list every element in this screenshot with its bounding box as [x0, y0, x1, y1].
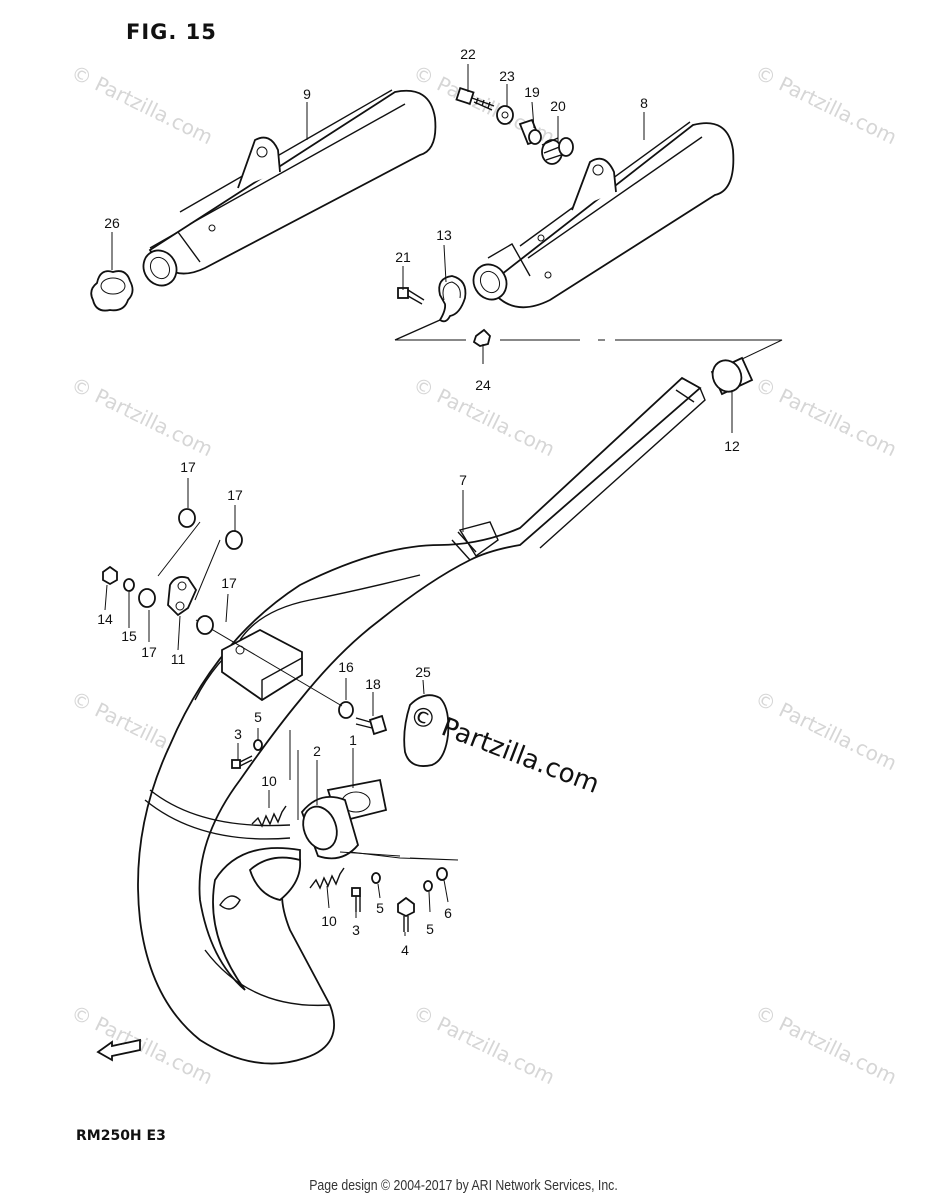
washer-5b: [371, 872, 381, 884]
callout-7: 7: [459, 472, 467, 488]
washer-23: [496, 105, 514, 125]
callout-17-bottom: 17: [141, 644, 157, 660]
callout-19: 19: [524, 84, 540, 100]
washer-17c: [138, 588, 156, 608]
callout-9: 9: [303, 86, 311, 102]
callout-23: 23: [499, 68, 515, 84]
bolt-3b: [351, 887, 361, 912]
callout-13: 13: [436, 227, 452, 243]
callout-20: 20: [550, 98, 566, 114]
collar-19: [518, 118, 542, 146]
callout-18: 18: [365, 676, 381, 692]
callout-5-lower-left: 5: [376, 900, 384, 916]
nut-24: [472, 328, 491, 347]
clamp-13: [438, 275, 467, 323]
callout-16: 16: [338, 659, 354, 675]
callout-15: 15: [121, 628, 137, 644]
callout-3-lower: 3: [352, 922, 360, 938]
bolt-4: [397, 896, 415, 932]
callout-24: 24: [475, 377, 491, 393]
page-footer: Page design © 2004-2017 by ARI Network S…: [309, 1177, 618, 1194]
flange-2: [300, 796, 359, 860]
washer-17a: [178, 508, 196, 528]
washer-15: [123, 578, 135, 592]
exhaust-pipe-7: [137, 376, 706, 1065]
callout-21: 21: [395, 249, 411, 265]
callout-26: 26: [104, 215, 120, 231]
callout-12: 12: [724, 438, 740, 454]
bracket-11: [167, 576, 198, 617]
callout-22: 22: [460, 46, 476, 62]
bolt-21: [397, 287, 425, 305]
gasket-25: [403, 694, 450, 767]
callout-5-lower-right: 5: [426, 921, 434, 937]
washer-5a: [253, 739, 263, 751]
callout-11: 11: [170, 651, 186, 667]
washer-5c: [423, 880, 433, 892]
silencer-9: [142, 89, 437, 287]
fwd-arrow: FWD: [96, 1038, 141, 1062]
washer-16: [338, 701, 354, 719]
spring-10a: [251, 805, 287, 828]
callout-17-right: 17: [227, 487, 243, 503]
callout-3-upper: 3: [234, 726, 242, 742]
model-code: RM250H E3: [76, 1128, 166, 1144]
callout-10-lower: 10: [321, 913, 337, 929]
nut-14: [102, 565, 118, 586]
bolt-22: [455, 86, 495, 111]
washer-6: [436, 867, 448, 881]
callout-14: 14: [97, 611, 113, 627]
nut-26: [90, 270, 134, 312]
washer-17d: [196, 615, 214, 635]
callout-17-mid: 17: [221, 575, 237, 591]
callout-17-top: 17: [180, 459, 196, 475]
callout-4: 4: [401, 942, 409, 958]
callout-2: 2: [313, 743, 321, 759]
bolt-18: [355, 714, 388, 736]
bolt-3a: [231, 755, 253, 769]
callout-25: 25: [415, 664, 431, 680]
fwd-text: FWD: [117, 1041, 137, 1053]
silencer-8: [472, 121, 735, 309]
callout-5-upper: 5: [254, 709, 262, 725]
leader-lines: [104, 64, 733, 936]
callout-1: 1: [349, 732, 357, 748]
spring-10b: [309, 867, 345, 890]
callout-10-upper: 10: [261, 773, 277, 789]
sleeve-12: [710, 356, 754, 396]
damper-20: [541, 137, 574, 165]
washer-17b: [225, 530, 243, 550]
callout-6: 6: [444, 905, 452, 921]
callout-8: 8: [640, 95, 648, 111]
figure-title: FIG. 15: [126, 20, 217, 44]
